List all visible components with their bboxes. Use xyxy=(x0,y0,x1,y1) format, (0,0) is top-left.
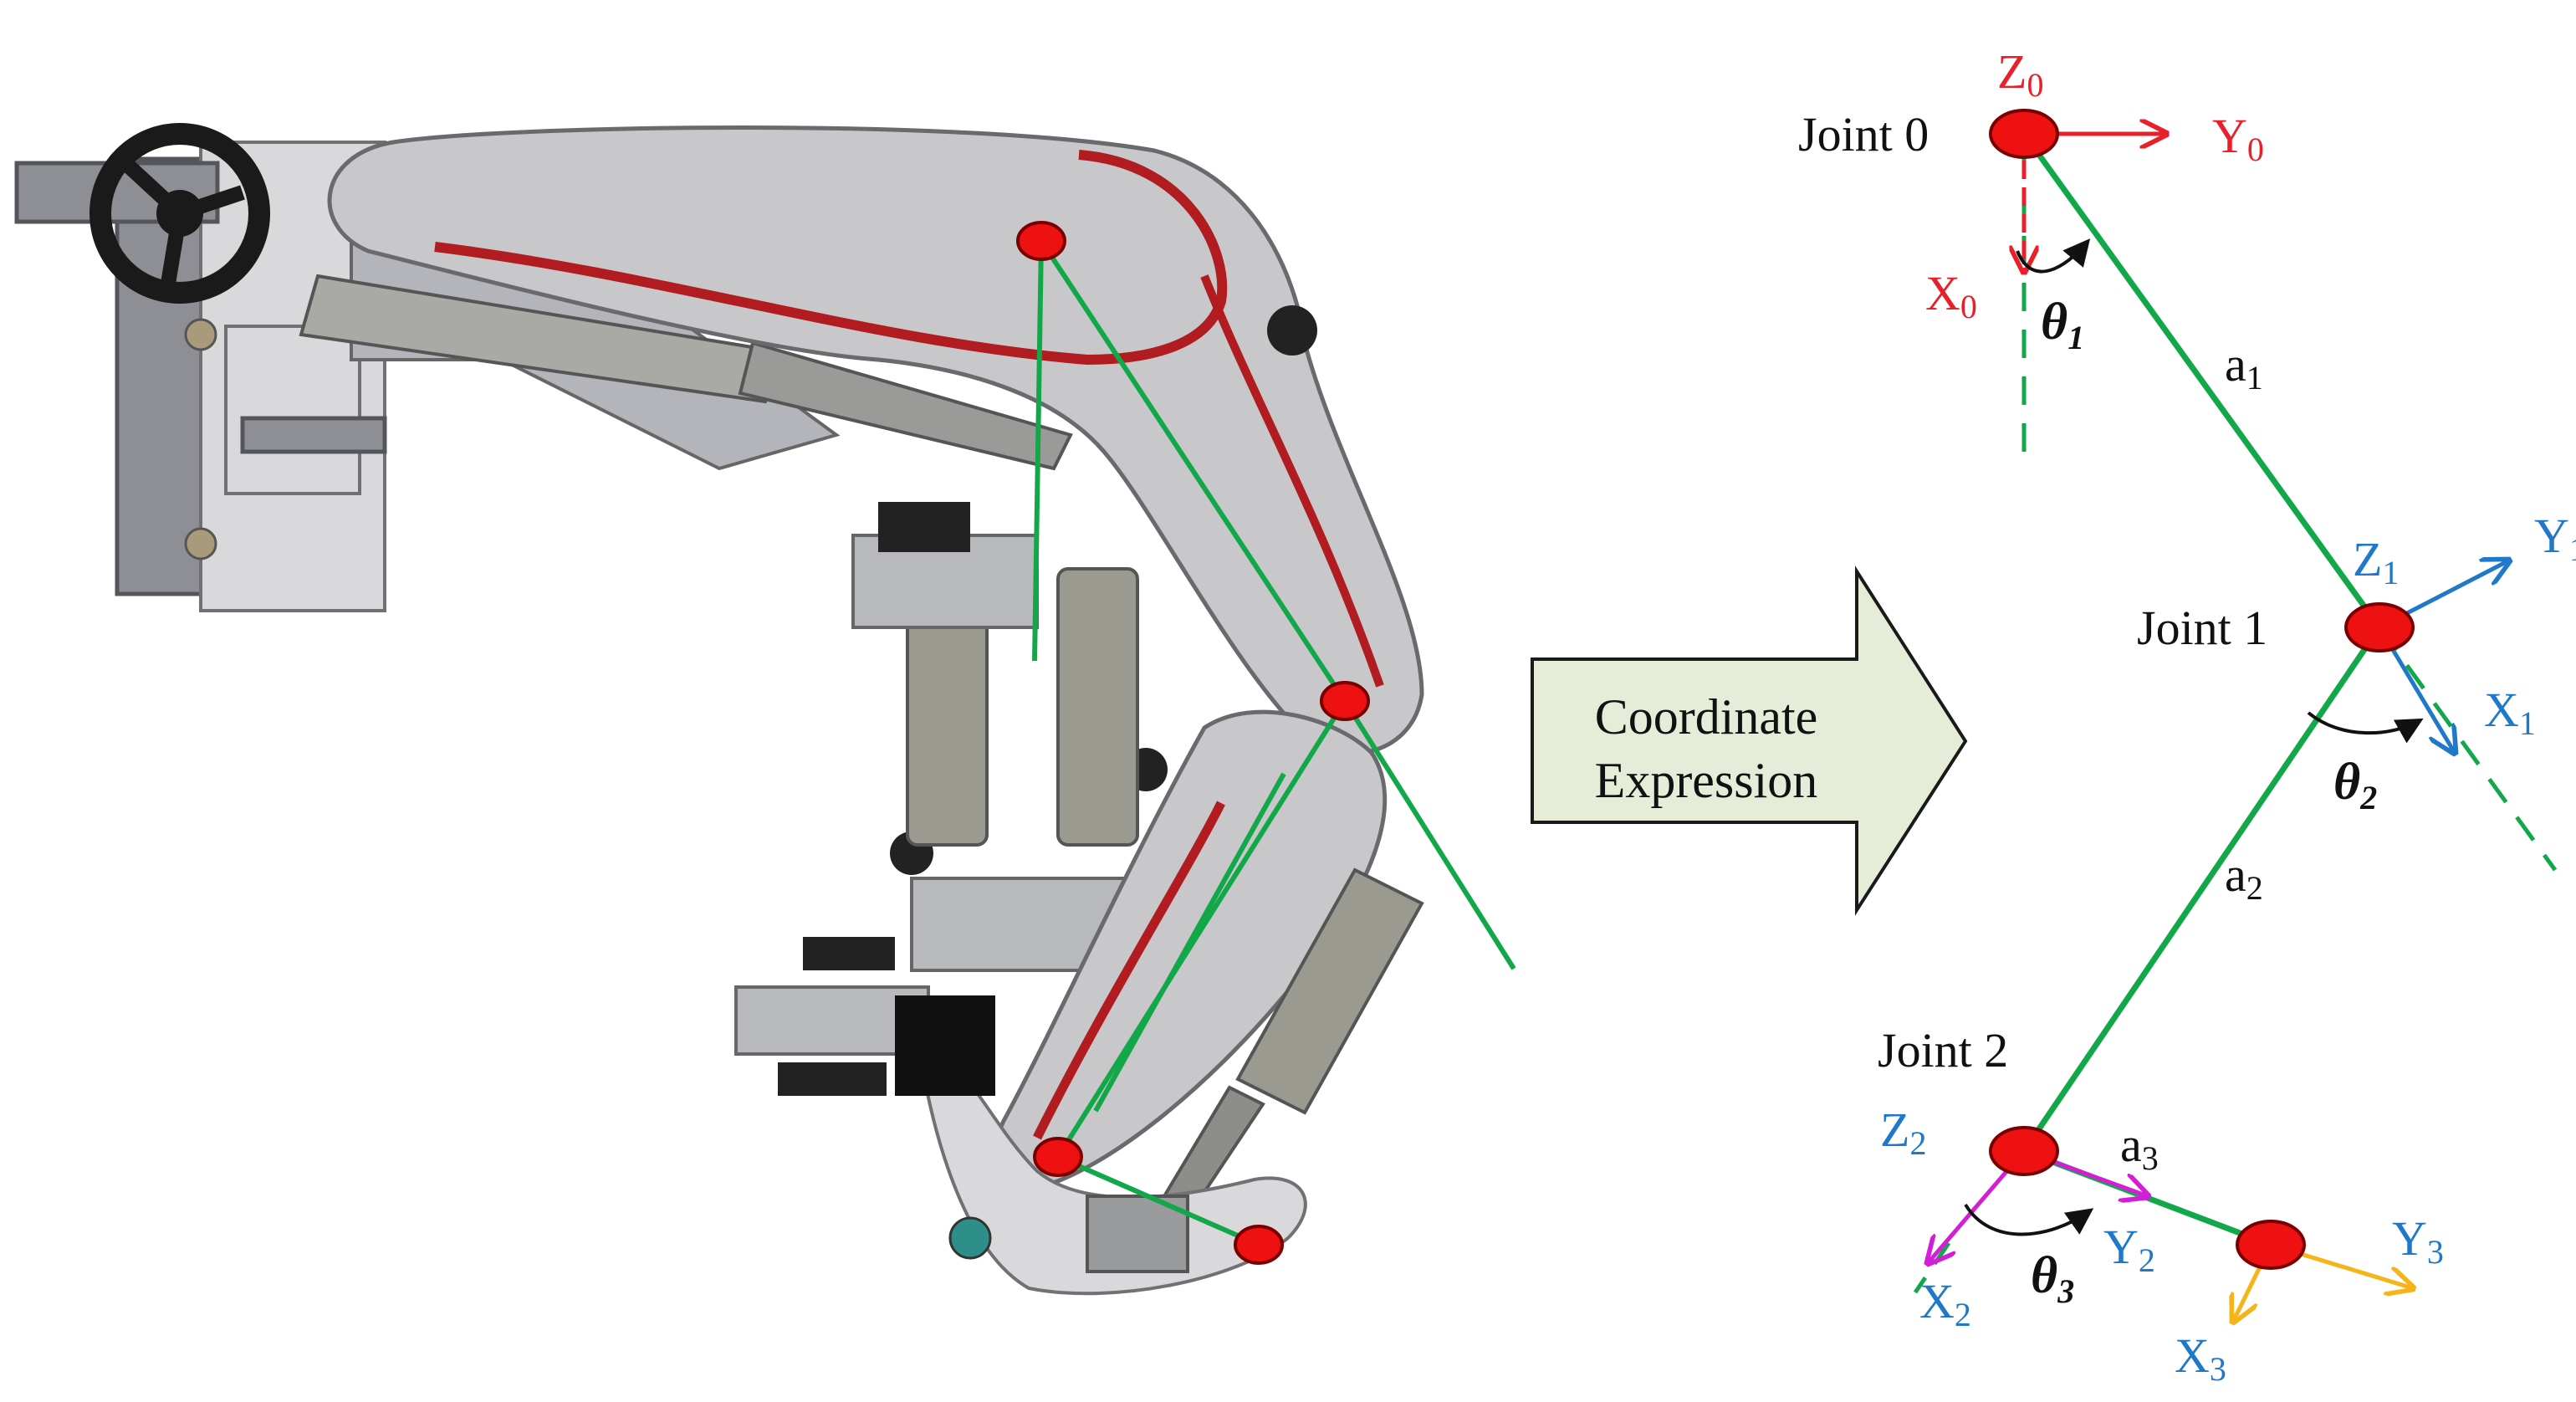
cad-link-forearm-b xyxy=(1093,772,1286,1113)
joint-2-label: Joint 2 xyxy=(1878,1023,2008,1077)
label-theta2: θ2 xyxy=(2333,754,2377,816)
link-a1 xyxy=(2021,131,2382,630)
upper-cylinder xyxy=(299,274,1073,471)
label-z1: Z1 xyxy=(2353,532,2399,591)
cad-link-upper-a xyxy=(1032,240,1044,662)
joint-2-marker xyxy=(1989,1126,2059,1176)
joint-0-marker xyxy=(1989,109,2059,159)
cad-link-extension xyxy=(1342,699,1516,970)
knob-upper xyxy=(1267,305,1317,356)
link-a2 xyxy=(2021,626,2382,1153)
label-x2: X2 xyxy=(1919,1274,1971,1333)
label-y1: Y1 xyxy=(2534,509,2576,568)
label-y2: Y2 xyxy=(2103,1220,2155,1279)
cad-joint-markers xyxy=(1016,221,1370,1265)
label-a2: a2 xyxy=(2225,847,2263,907)
lower-bracket xyxy=(734,937,1307,1296)
cad-joint-0 xyxy=(1016,221,1066,261)
upper-arm-red-stripe-2 xyxy=(1200,274,1384,688)
cad-link-upper-b xyxy=(1039,239,1347,703)
label-z0: Z0 xyxy=(1997,44,2043,104)
exoskeleton-cad-image xyxy=(14,123,1424,1296)
forearm-red-stripe xyxy=(1033,801,1225,1140)
label-a1: a1 xyxy=(2225,337,2263,397)
hand-wheel xyxy=(89,123,270,304)
cad-joint-2 xyxy=(1033,1137,1083,1177)
label-theta3: θ3 xyxy=(2031,1247,2074,1310)
theta3-arc xyxy=(1964,1203,2094,1236)
cad-link-forearm-a xyxy=(1055,699,1347,1159)
coordinate-expression-arrow: Coordinate Expression xyxy=(1531,565,1968,916)
cad-joint-1 xyxy=(1320,681,1370,721)
cad-link-lines xyxy=(1032,239,1516,1247)
joint1-dashed-extension xyxy=(2377,626,2558,872)
label-x3: X3 xyxy=(2175,1328,2226,1388)
upper-arm-segment xyxy=(327,125,1424,755)
cad-joint-3 xyxy=(1234,1225,1284,1265)
theta1-arc xyxy=(2016,238,2091,274)
label-x1: X1 xyxy=(2484,683,2536,742)
joint-3-marker xyxy=(2236,1220,2306,1270)
joint-0-label: Joint 0 xyxy=(1798,107,1929,161)
label-theta1: θ1 xyxy=(2041,294,2084,356)
cad-link-hand xyxy=(1056,1154,1260,1247)
label-y3: Y3 xyxy=(2392,1211,2444,1271)
middle-cylinders xyxy=(851,502,1147,972)
upper-arm-red-stripe xyxy=(434,150,1228,366)
label-z2: Z2 xyxy=(1880,1103,1926,1162)
label-a3: a3 xyxy=(2120,1118,2159,1177)
arrow-text-line2: Expression xyxy=(1595,753,1818,808)
label-x0: X0 xyxy=(1925,266,1977,325)
arrow-text-line1: Coordinate xyxy=(1595,689,1818,744)
joint-1-marker xyxy=(2344,602,2415,652)
label-y0: Y0 xyxy=(2212,109,2264,168)
theta2-arc xyxy=(2307,711,2424,744)
joint-1-label: Joint 1 xyxy=(2137,601,2267,655)
kinematic-chain: Joint 0 Joint 1 Joint 2 Z0 Y0 X0 Z1 Y1 X… xyxy=(1798,44,2576,1388)
